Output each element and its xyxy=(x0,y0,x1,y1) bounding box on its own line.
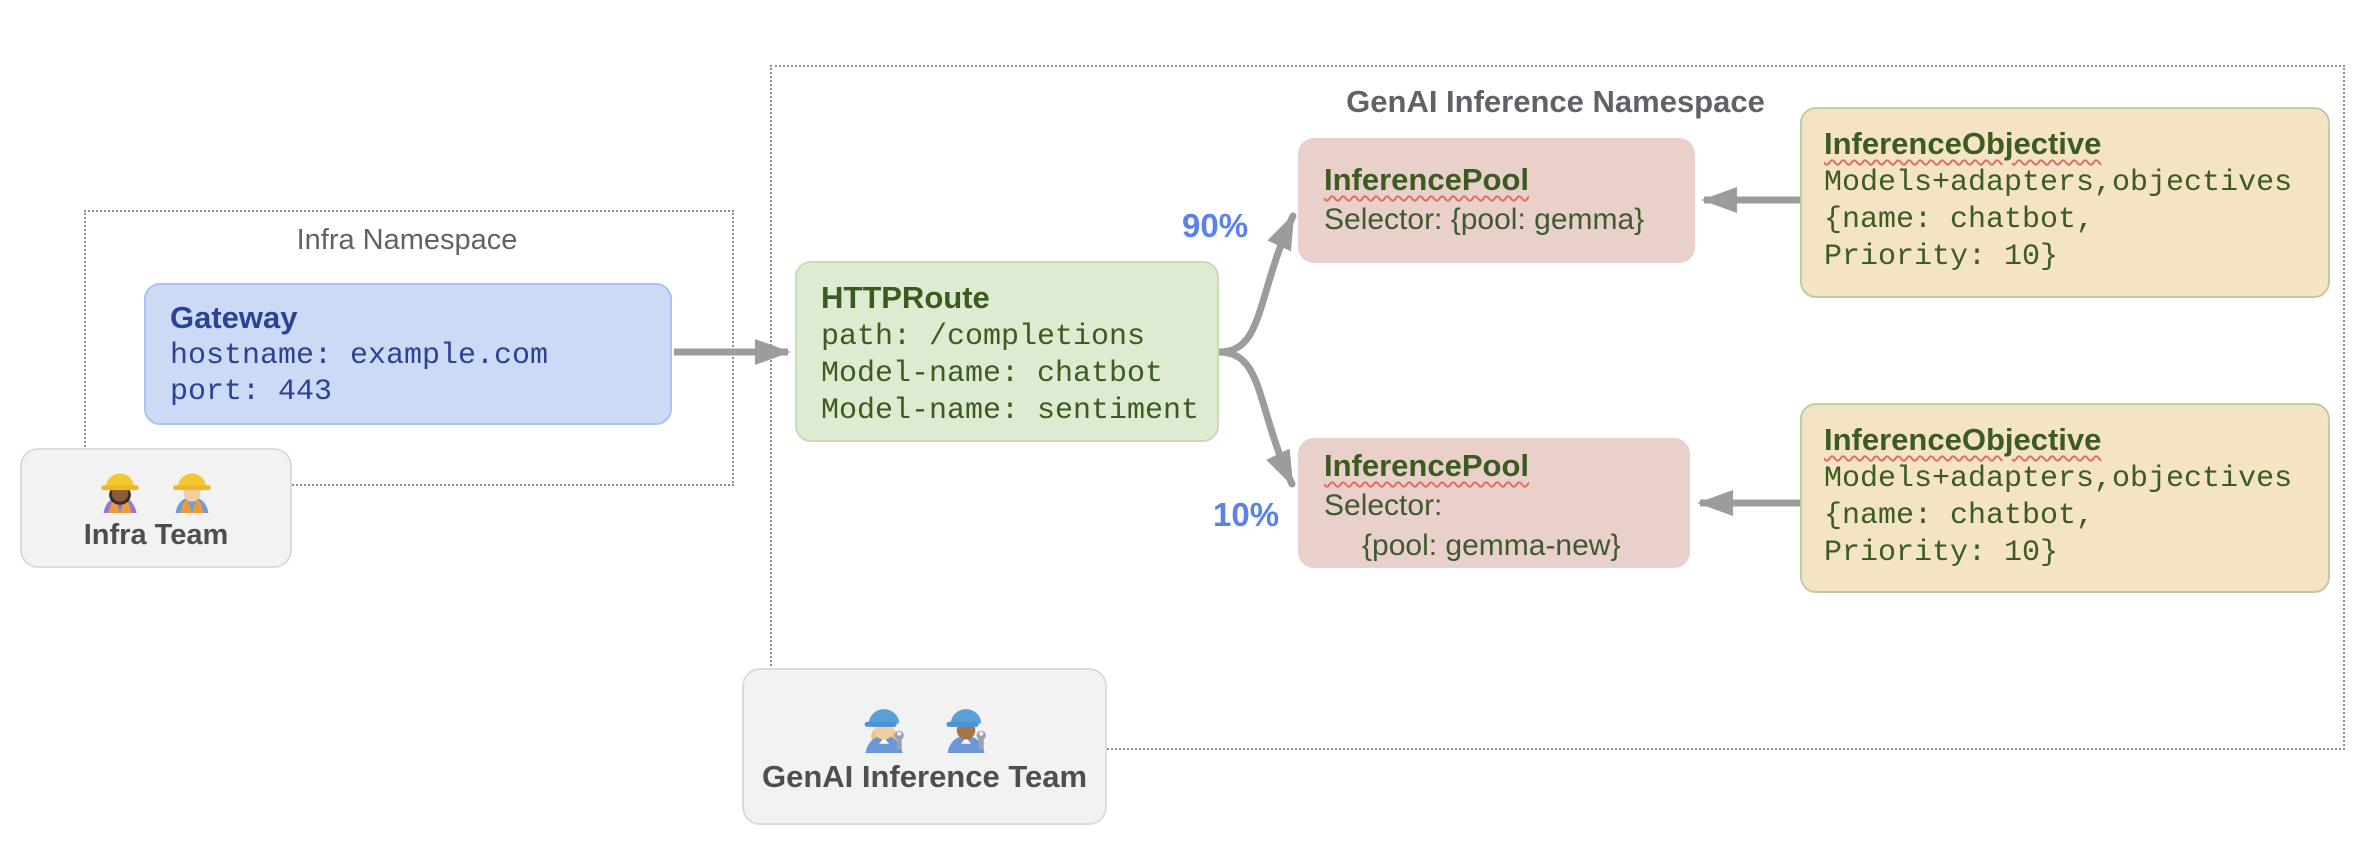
inference-objective-bottom-title: InferenceObjective xyxy=(1824,422,2102,457)
infra-team-card: Infra Team xyxy=(20,448,292,568)
genai-team-icons xyxy=(857,699,993,753)
gateway-card: Gateway hostname: example.com port: 443 xyxy=(144,283,672,425)
infra-namespace-label: Infra Namespace xyxy=(296,224,518,256)
inference-objective-top-priority-line: Priority: 10} xyxy=(1824,240,2059,274)
inference-pool-bottom-card: InferencePool Selector: {pool: gemma-new… xyxy=(1298,438,1690,568)
inference-pool-bottom-selector-line: Selector: xyxy=(1324,489,1443,522)
traffic-split-10-label: 10% xyxy=(1213,496,1280,533)
inference-pool-bottom-pool-line: {pool: gemma-new} xyxy=(1362,529,1621,562)
gateway-port-line: port: 443 xyxy=(170,375,333,409)
inference-objective-bottom-models-line: Models+adapters,objectives xyxy=(1824,462,2293,496)
man-mechanic-icon xyxy=(946,708,986,753)
inference-pool-top-card: InferencePool Selector: {pool: gemma} xyxy=(1298,138,1695,263)
inference-objective-top-models-line: Models+adapters,objectives xyxy=(1824,166,2293,200)
woman-construction-worker-icon xyxy=(101,473,139,513)
genai-inference-team-label: GenAI Inference Team xyxy=(761,758,1088,794)
infra-team-label: Infra Team xyxy=(83,518,229,551)
inference-objective-bottom-name-line: {name: chatbot, xyxy=(1824,499,2095,533)
httproute-model-chatbot-line: Model-name: chatbot xyxy=(821,357,1164,391)
infra-namespace-box xyxy=(84,210,734,486)
inference-objective-bottom-card: InferenceObjective Models+adapters,objec… xyxy=(1800,403,2330,593)
inference-objective-top-name-line: {name: chatbot, xyxy=(1824,203,2095,237)
httproute-card: HTTPRoute path: /completions Model-name:… xyxy=(795,261,1219,442)
infra-team-icons xyxy=(96,465,216,513)
httproute-path-line: path: /completions xyxy=(821,320,1146,354)
man-construction-worker-icon xyxy=(173,473,211,513)
inference-objective-top-title: InferenceObjective xyxy=(1824,126,2102,161)
inference-pool-top-title: InferencePool xyxy=(1324,162,1529,197)
gateway-hostname-line: hostname: example.com xyxy=(170,339,549,373)
gateway-title: Gateway xyxy=(170,300,298,335)
inference-pool-bottom-title: InferencePool xyxy=(1324,448,1529,483)
inference-objective-bottom-priority-line: Priority: 10} xyxy=(1824,536,2059,570)
httproute-title: HTTPRoute xyxy=(821,280,990,315)
genai-namespace-label: GenAI Inference Namespace xyxy=(1346,84,1765,119)
inference-objective-top-card: InferenceObjective Models+adapters,objec… xyxy=(1800,107,2330,298)
genai-inference-team-card: GenAI Inference Team xyxy=(742,668,1107,825)
inference-pool-top-selector-line: Selector: {pool: gemma} xyxy=(1324,203,1645,236)
traffic-split-90-label: 90% xyxy=(1182,207,1249,244)
woman-mechanic-icon xyxy=(864,708,904,753)
httproute-model-sentiment-line: Model-name: sentiment xyxy=(821,394,1200,428)
genai-namespace-box xyxy=(770,65,2345,750)
